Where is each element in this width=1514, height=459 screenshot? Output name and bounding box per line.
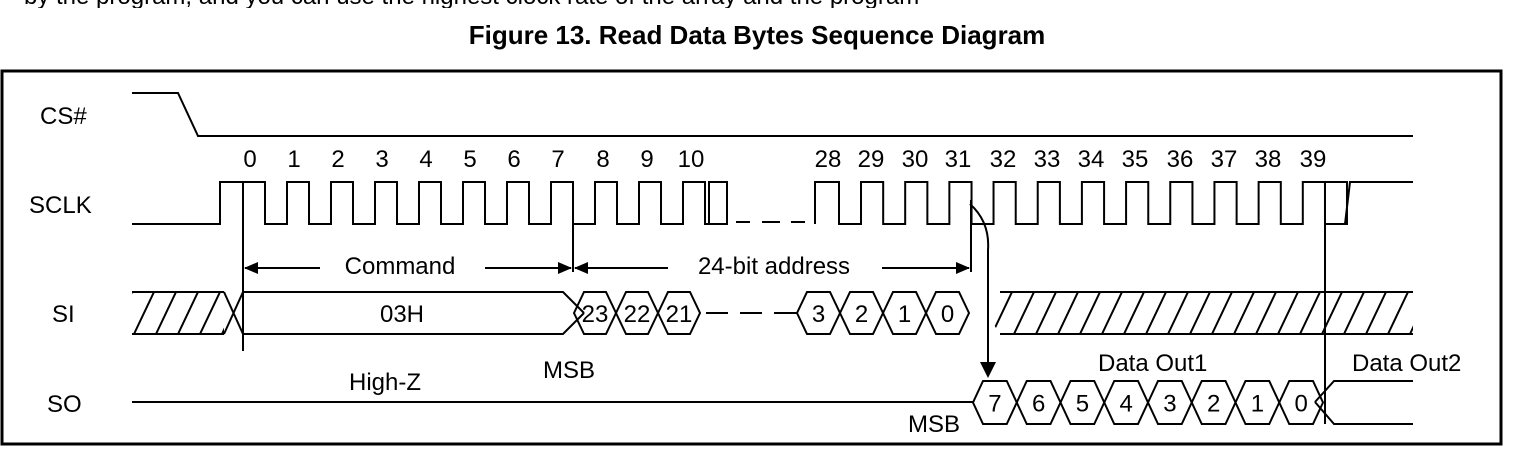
si-address-bit-0: 0 (941, 301, 954, 328)
signal-label-si: SI (52, 301, 75, 328)
clock-number-38: 38 (1255, 146, 1282, 173)
clock-number-9: 9 (640, 146, 653, 173)
figure-title: Figure 13. Read Data Bytes Sequence Diag… (468, 20, 1046, 50)
so-data-bit-1: 1 (1251, 391, 1264, 418)
clock-number-3: 3 (375, 146, 388, 173)
clock-number-6: 6 (507, 146, 520, 173)
cs-waveform (132, 92, 1413, 137)
clock-number-5: 5 (463, 146, 476, 173)
si-address-bit-21: 21 (666, 301, 693, 328)
clock-to-data-arrowhead (980, 362, 996, 378)
sclk-waveform (132, 181, 1413, 225)
so-data-out2-lower (1314, 401, 1413, 425)
clock-number-0: 0 (243, 146, 256, 173)
signal-label-sclk: SCLK (29, 192, 92, 219)
clock-number-8: 8 (596, 146, 609, 173)
clock-number-4: 4 (419, 146, 432, 173)
so-data-out2-upper (1314, 380, 1413, 403)
signal-label-so: SO (47, 391, 82, 418)
clock-number-35: 35 (1122, 146, 1149, 173)
so-data-bits: 7 6 5 4 3 2 1 0 (971, 380, 1325, 425)
high-z-label: High-Z (349, 369, 421, 396)
so-data-bit-4: 4 (1119, 391, 1132, 418)
top-text-fragment: by the program, and you can use the high… (0, 0, 1514, 8)
diagram-frame (0, 69, 1503, 446)
clock-number-37: 37 (1211, 146, 1238, 173)
data-out1-label: Data Out1 (1098, 350, 1207, 377)
so-data-bit-0: 0 (1294, 391, 1307, 418)
si-address-bit-22: 22 (624, 301, 651, 328)
clock-to-data-arrow (969, 203, 990, 362)
si-msb-label: MSB (543, 357, 595, 384)
clock-number-29: 29 (858, 146, 885, 173)
clock-number-31: 31 (945, 146, 972, 173)
signal-label-cs: CS# (40, 103, 87, 130)
clock-number-36: 36 (1167, 146, 1194, 173)
so-data-bit-3: 3 (1163, 391, 1176, 418)
si-address-bit-1: 1 (898, 301, 911, 328)
so-data-bit-5: 5 (1076, 391, 1089, 418)
clock-number-33: 33 (1034, 146, 1061, 173)
si-address-bit-2: 2 (855, 301, 868, 328)
clock-number-34: 34 (1078, 146, 1105, 173)
si-address-bit-23: 23 (582, 301, 609, 328)
si-command-value: 03H (380, 301, 424, 328)
clock-number-30: 30 (902, 146, 929, 173)
clock-number-32: 32 (990, 146, 1017, 173)
si-address-bit-3: 3 (812, 301, 825, 328)
so-msb-label: MSB (908, 411, 960, 438)
so-data-bit-7: 7 (988, 391, 1001, 418)
data-out2-label: Data Out2 (1352, 350, 1461, 377)
clock-number-2: 2 (331, 146, 344, 173)
clock-number-7: 7 (551, 146, 564, 173)
so-data-bit-6: 6 (1032, 391, 1045, 418)
clock-number-10: 10 (678, 146, 705, 173)
clock-number-28: 28 (815, 146, 842, 173)
address-label: 24-bit address (698, 253, 850, 280)
so-data-bit-2: 2 (1207, 391, 1220, 418)
clock-number-39: 39 (1300, 146, 1327, 173)
clock-number-1: 1 (287, 146, 300, 173)
command-label: Command (345, 253, 456, 280)
